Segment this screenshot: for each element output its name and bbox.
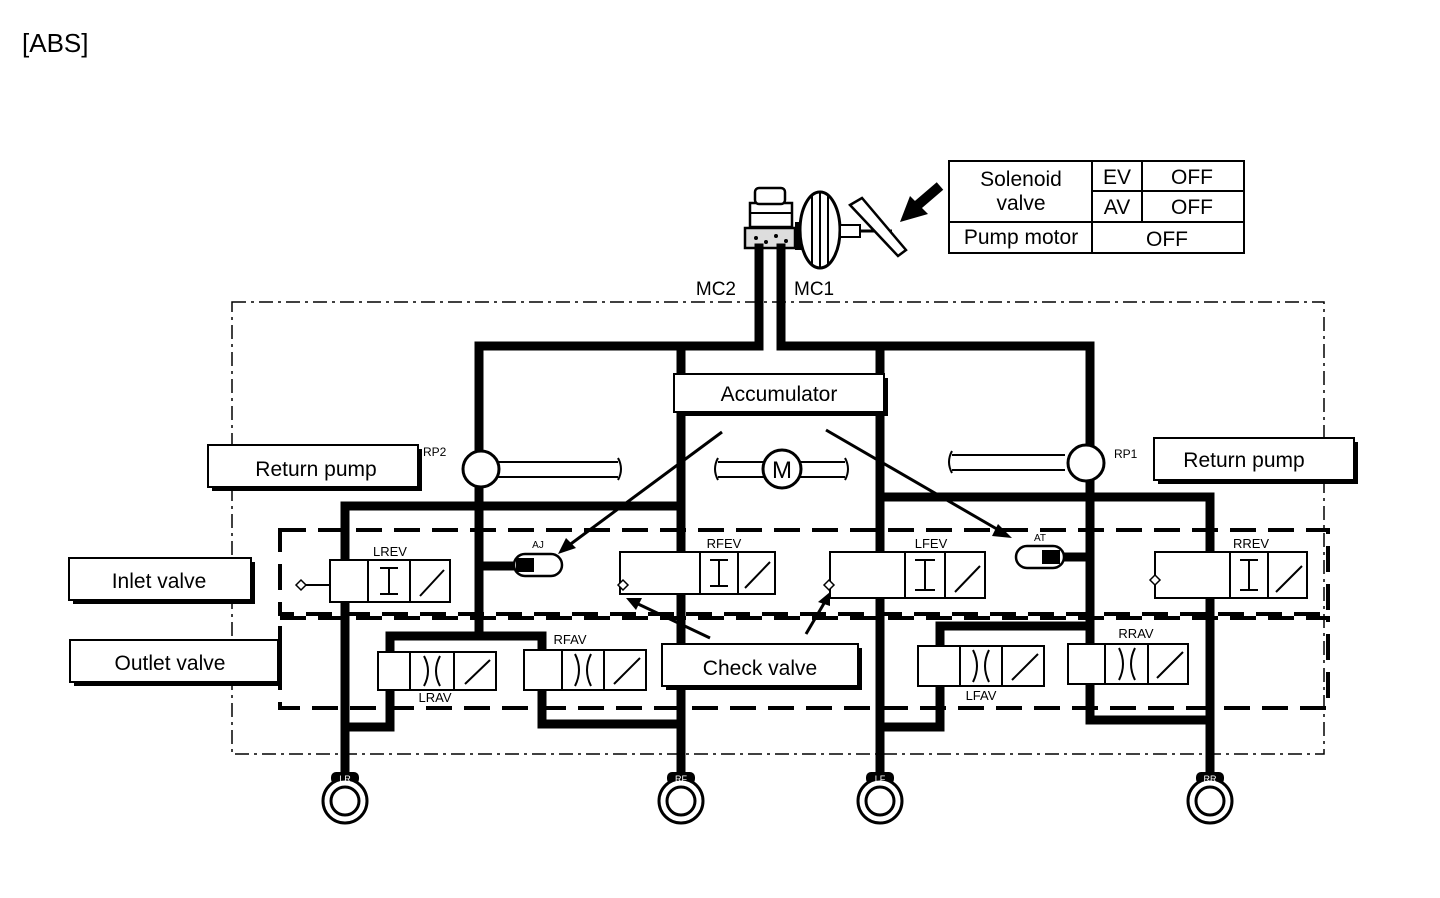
outlet-valve-rrav: RRAV: [1067, 626, 1189, 685]
solenoid-label-line2: valve: [996, 192, 1045, 215]
inlet-valve-rrev: RREV: [1148, 536, 1308, 599]
lfev-label: LFEV: [915, 536, 948, 551]
wheel-lf-icon: LF: [856, 772, 904, 825]
av-label: AV: [1104, 196, 1130, 219]
motor-label: M: [772, 457, 792, 484]
wheel-lf-label: LF: [875, 774, 886, 784]
return-pump-rp2-icon: [461, 449, 501, 489]
wheel-rr-icon: RR: [1186, 772, 1234, 825]
solenoid-label-line1: Solenoid: [980, 168, 1062, 191]
ev-label: EV: [1103, 166, 1131, 189]
page-title: [ABS]: [22, 28, 88, 58]
wheel-lr-label: LR: [339, 774, 351, 784]
return-pump-right-callout: Return pump: [1153, 437, 1358, 484]
inlet-valve-text: Inlet valve: [112, 570, 207, 593]
rp1-label: RP1: [1114, 447, 1138, 461]
accumulator-left-label: AJ: [532, 540, 544, 551]
pointer-arrows: [558, 428, 1012, 640]
inlet-valve-lrev: LREV: [294, 544, 451, 603]
mc1-label: MC1: [794, 279, 834, 300]
lfav-label: LFAV: [966, 688, 997, 703]
accumulator-callout-text: Accumulator: [721, 383, 838, 406]
av-state: OFF: [1171, 196, 1213, 219]
rrev-label: RREV: [1233, 536, 1269, 551]
return-pump-left-text: Return pump: [255, 458, 376, 481]
master-cylinder-booster-icon: [743, 186, 908, 270]
outlet-valve-text: Outlet valve: [115, 652, 226, 675]
pump-motor-label: Pump motor: [964, 226, 1078, 249]
ev-state: OFF: [1171, 166, 1213, 189]
inlet-valve-lfev: LFEV: [822, 536, 986, 599]
accumulator-right-icon: AT: [1014, 533, 1066, 570]
check-valve-callout: Check valve: [661, 643, 862, 690]
lrev-label: LREV: [373, 544, 407, 559]
wheel-rr-label: RR: [1204, 774, 1217, 784]
wheel-rf-label: RF: [675, 774, 687, 784]
pump-motor-icon: M: [761, 448, 803, 490]
lrav-label: LRAV: [419, 690, 452, 705]
solenoid-status-table: Solenoid valve EV OFF AV OFF Pump motor …: [948, 160, 1245, 254]
accumulator-right-label: AT: [1034, 533, 1046, 544]
outlet-valve-lrav: LRAV: [377, 651, 497, 705]
wheel-lr-icon: LR: [321, 772, 369, 825]
inlet-valve-callout: Inlet valve: [68, 557, 255, 604]
accumulator-callout: Accumulator: [673, 373, 888, 416]
check-valve-text: Check valve: [703, 657, 817, 680]
return-pump-right-text: Return pump: [1183, 449, 1304, 472]
rfav-label: RFAV: [554, 632, 587, 647]
rrav-label: RRAV: [1118, 626, 1153, 641]
inlet-valve-band: [278, 528, 1330, 616]
pedal-force-arrow-icon: [900, 182, 944, 222]
inlet-valve-rfev: RFEV: [616, 536, 776, 595]
accumulator-left-icon: AJ: [512, 540, 564, 578]
outlet-valve-callout: Outlet valve: [69, 639, 282, 686]
return-pump-left-callout: Return pump: [207, 444, 422, 491]
rp2-label: RP2: [423, 445, 447, 459]
rfev-label: RFEV: [707, 536, 742, 551]
mc2-label: MC2: [696, 279, 736, 300]
pump-motor-state: OFF: [1146, 228, 1188, 251]
wheel-rf-icon: RF: [657, 772, 705, 825]
outlet-valve-lfav: LFAV: [917, 645, 1045, 703]
outlet-valve-rfav: RFAV: [523, 632, 647, 691]
brake-lines: [340, 243, 1215, 785]
return-pump-rp1-icon: [1066, 443, 1106, 483]
